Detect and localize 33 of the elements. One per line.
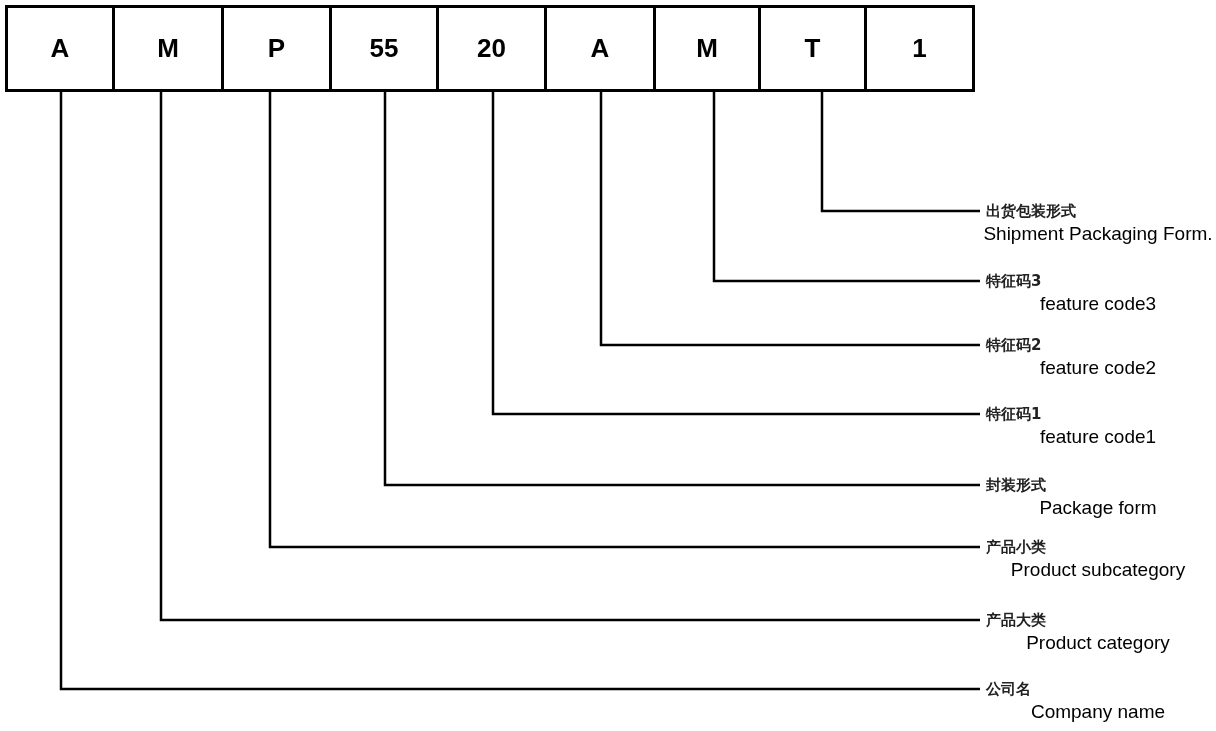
- chinese-label: 特征码2: [986, 335, 1042, 356]
- english-label: feature code3: [1039, 292, 1157, 316]
- english-label: Company name: [1030, 700, 1166, 724]
- code-cell: A: [5, 5, 115, 92]
- code-cell: T: [758, 5, 867, 92]
- leader-line: [268, 92, 980, 549]
- english-label: feature code1: [1039, 425, 1157, 449]
- english-label: Product category: [1026, 631, 1170, 655]
- chinese-label: 公司名: [986, 679, 1031, 700]
- english-label: Shipment Packaging Form.: [983, 222, 1213, 246]
- leader-line: [383, 92, 980, 487]
- leader-line: [599, 92, 980, 347]
- leader-line: [820, 92, 980, 213]
- code-cell: P: [221, 5, 332, 92]
- english-label: Package form: [1039, 496, 1157, 520]
- code-cell: A: [544, 5, 656, 92]
- english-label: Product subcategory: [1010, 558, 1186, 582]
- code-cell: M: [112, 5, 224, 92]
- chinese-label: 特征码3: [986, 271, 1042, 292]
- code-cell: 55: [329, 5, 439, 92]
- leader-line: [59, 92, 980, 691]
- english-label: feature code2: [1039, 356, 1157, 380]
- leader-line: [159, 92, 980, 622]
- chinese-label: 产品大类: [986, 610, 1046, 631]
- code-cell: 1: [864, 5, 975, 92]
- leader-line: [712, 92, 980, 283]
- code-cell: M: [653, 5, 761, 92]
- leader-line: [491, 92, 980, 416]
- chinese-label: 出货包装形式: [986, 201, 1076, 222]
- chinese-label: 特征码1: [986, 404, 1042, 425]
- chinese-label: 封装形式: [986, 475, 1046, 496]
- chinese-label: 产品小类: [986, 537, 1046, 558]
- code-cell: 20: [436, 5, 547, 92]
